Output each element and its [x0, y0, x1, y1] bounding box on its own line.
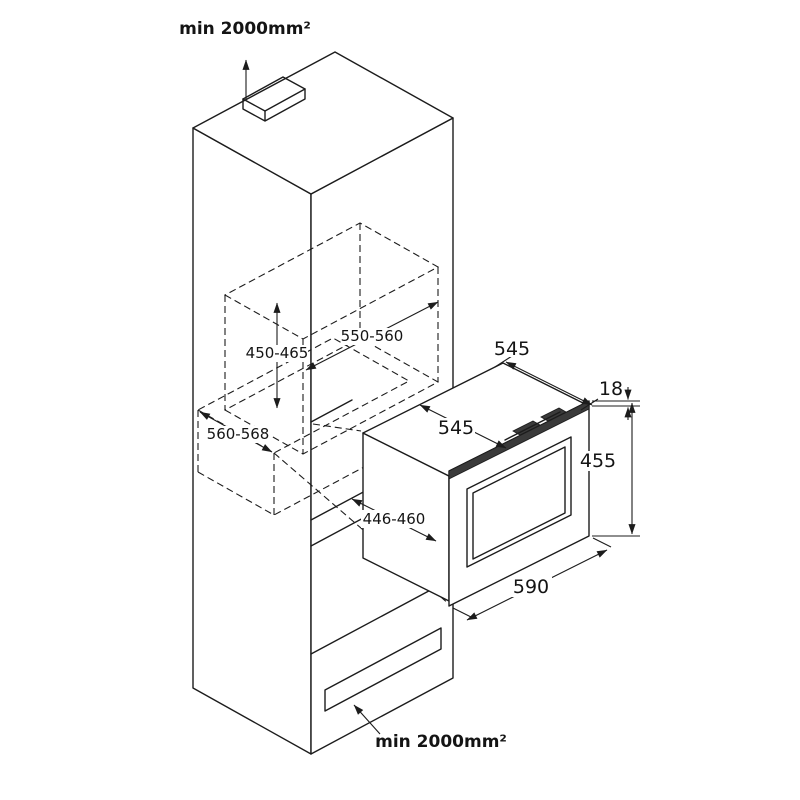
dim-insertion-depth: 446-460 — [351, 498, 437, 542]
dim-niche-width: 550-560 — [305, 301, 439, 371]
dim-insertion-depth-value: 446-460 — [363, 510, 426, 528]
dim-overall-depth-value: 545 — [494, 338, 530, 360]
dim-niche-depth: 560-568 — [199, 411, 273, 453]
dim-overall-depth: 545 — [492, 338, 599, 411]
dim-door-thickness: 18 — [592, 378, 640, 420]
bottom-vent-label: min 2000mm² — [375, 732, 507, 752]
dim-niche-height-value: 450-465 — [246, 344, 309, 362]
bottom-vent-slot — [324, 627, 442, 712]
top-vent-slot — [242, 76, 306, 122]
dim-door-thickness-value: 18 — [599, 378, 623, 400]
door-top-strip — [448, 400, 590, 480]
door-window-inner — [472, 446, 566, 560]
dim-body-depth-value: 545 — [438, 417, 474, 439]
dim-front-width: 590 — [452, 537, 612, 621]
cabinet-top-face — [192, 51, 454, 195]
cabinet — [192, 51, 454, 755]
dim-front-height-value: 455 — [580, 450, 616, 472]
dim-body-depth: 545 — [419, 404, 507, 449]
dim-niche-height: 450-465 — [246, 302, 309, 409]
door-window-outer — [466, 436, 572, 568]
dim-front-width-value: 590 — [513, 576, 549, 598]
dim-niche-width-value: 550-560 — [341, 327, 404, 345]
dim-niche-depth-value: 560-568 — [207, 425, 270, 443]
dim-front-height: 455 — [578, 402, 640, 537]
top-vent-label: min 2000mm² — [179, 19, 311, 39]
bottom-vent-arrow — [353, 704, 381, 735]
